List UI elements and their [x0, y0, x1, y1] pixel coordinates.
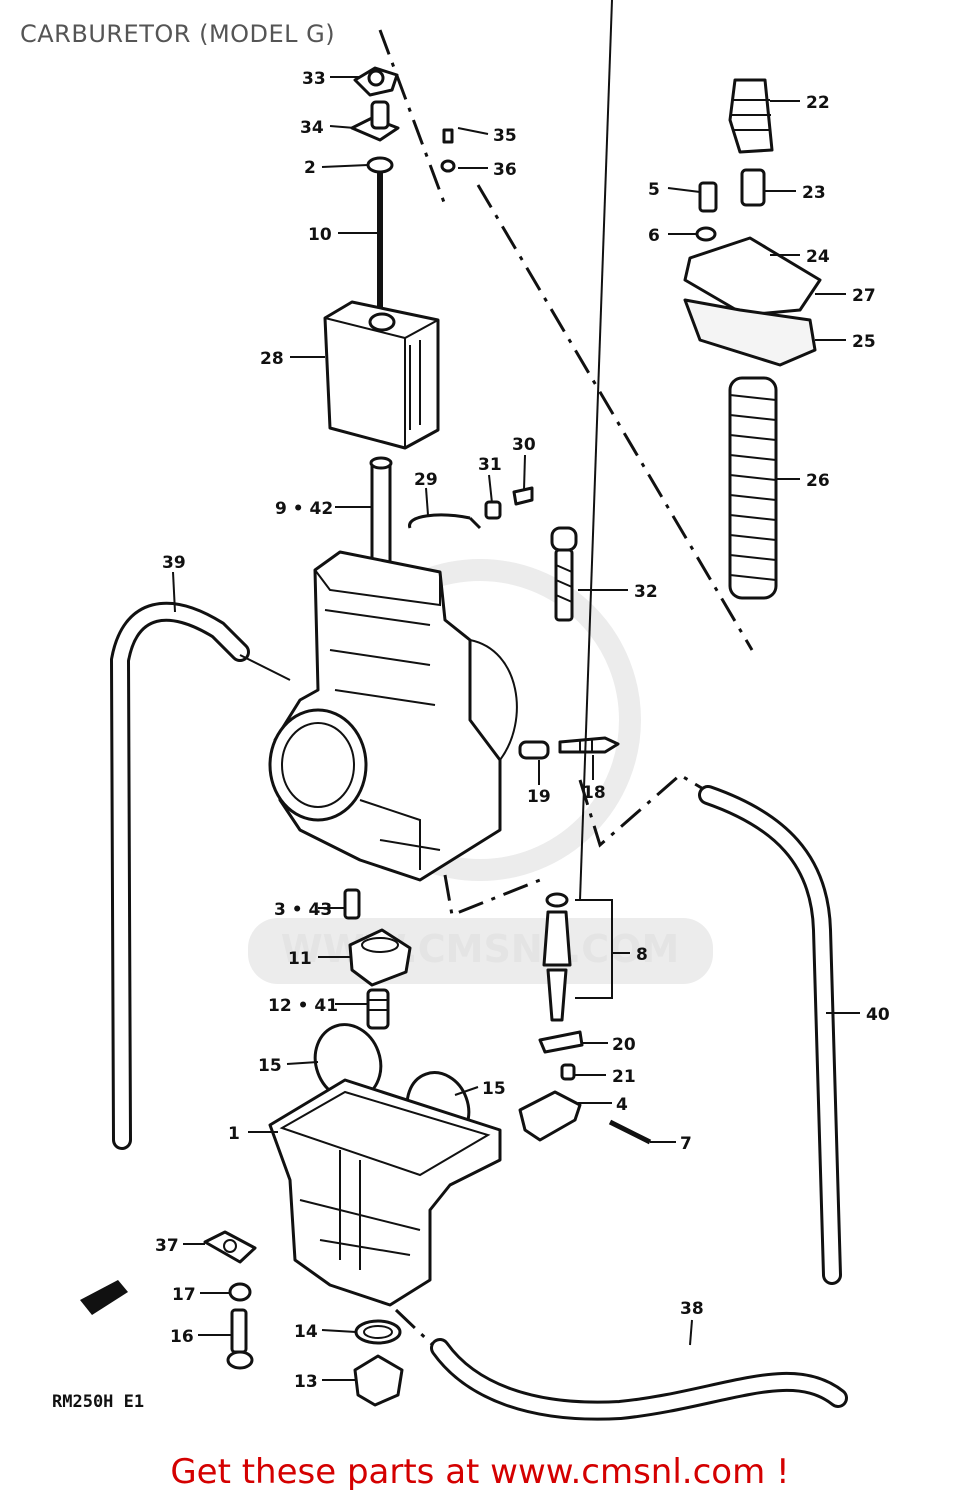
callout-25: 25: [852, 332, 876, 352]
callout-14: 14: [294, 1322, 318, 1342]
float-arm: [518, 1090, 652, 1145]
float-bowl: [268, 1078, 502, 1307]
footer-cta-link[interactable]: Get these parts at www.cmsnl.com !: [170, 1452, 790, 1492]
callout-11: 11: [288, 949, 312, 969]
callout-21: 21: [612, 1067, 636, 1087]
callout-1: 1: [228, 1124, 240, 1144]
hose-40: [698, 785, 842, 1285]
callout-36: 36: [493, 160, 517, 180]
screws-right: [518, 526, 620, 760]
callout-39: 39: [162, 553, 186, 573]
callout-32: 32: [634, 582, 658, 602]
carburetor-body: [268, 550, 518, 882]
callout-34: 34: [300, 118, 324, 138]
float-valve: [538, 892, 584, 1081]
callout-22: 22: [806, 93, 830, 113]
callout-29: 29: [414, 470, 438, 490]
callout-15a: 15: [258, 1056, 282, 1076]
callout-20: 20: [612, 1035, 636, 1055]
callout-23: 23: [802, 183, 826, 203]
callout-16: 16: [170, 1327, 194, 1347]
callout-27: 27: [852, 286, 876, 306]
front-arrow-icon: [80, 1280, 128, 1315]
callout-8: 8: [636, 945, 648, 965]
hose-39: [109, 601, 250, 1150]
callout-15b: 15: [482, 1079, 506, 1099]
small-clips: [408, 486, 534, 530]
callout-12-41: 12 • 41: [268, 996, 338, 1016]
callout-17: 17: [172, 1285, 196, 1305]
callout-40: 40: [866, 1005, 890, 1025]
guide-lines: [378, 29, 754, 1352]
callout-37: 37: [155, 1236, 179, 1256]
callout-18: 18: [582, 783, 606, 803]
callout-9-42: 9 • 42: [275, 499, 333, 519]
cable-adjuster-parts: [350, 66, 456, 312]
leader-lines: [172, 0, 860, 1381]
callout-33: 33: [302, 69, 326, 89]
page-title: CARBURETOR (MODEL G): [20, 20, 336, 48]
callout-labels: 33 34 2 10 28 9 • 42 29 31 30 32 39 19 1…: [155, 69, 890, 1392]
jet-needle: [369, 456, 393, 577]
throttle-slide: [323, 300, 440, 450]
drain-parts: [203, 1230, 404, 1407]
callout-3-43: 3 • 43: [274, 900, 332, 920]
callout-4: 4: [616, 1095, 628, 1115]
callout-38: 38: [680, 1299, 704, 1319]
callout-28: 28: [260, 349, 284, 369]
callout-2: 2: [304, 158, 316, 178]
callout-7: 7: [680, 1134, 692, 1154]
callout-35: 35: [493, 126, 517, 146]
cable-guide-parts: [683, 78, 822, 600]
callout-10: 10: [308, 225, 332, 245]
hose-38: [430, 1338, 848, 1421]
callout-24: 24: [806, 247, 830, 267]
model-code: RM250H E1: [52, 1392, 145, 1412]
callout-26: 26: [806, 471, 830, 491]
callout-19: 19: [527, 787, 551, 807]
jets: [343, 888, 412, 1030]
watermark-text: WWW.CMSNL.COM: [281, 927, 680, 971]
callout-31: 31: [478, 455, 502, 475]
callout-13: 13: [294, 1372, 318, 1392]
callout-5: 5: [648, 180, 660, 200]
callout-6: 6: [648, 226, 660, 246]
callout-30: 30: [512, 435, 536, 455]
